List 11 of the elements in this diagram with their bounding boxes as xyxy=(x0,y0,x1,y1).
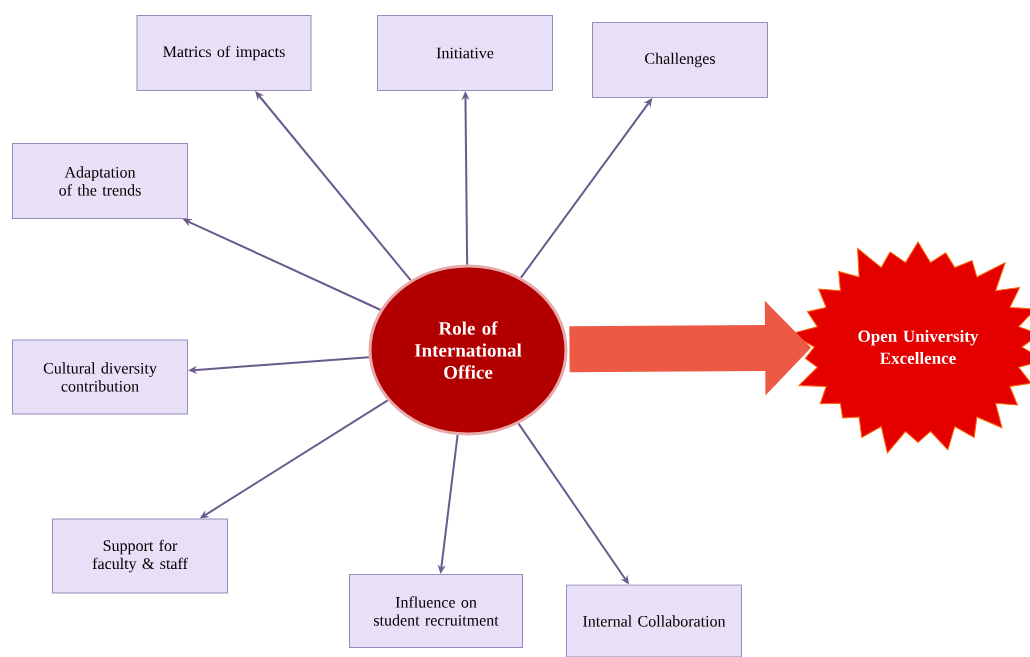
text-box: Matrics of impacts xyxy=(136,15,312,91)
text-box: Challenges xyxy=(592,22,768,98)
text-box: Influence on student recruitment xyxy=(349,574,523,648)
text-box: Support for faculty & staff xyxy=(52,518,228,594)
arrow xyxy=(255,91,412,282)
text-box: Adaptation of the trends xyxy=(12,143,188,219)
text-box: Initiative xyxy=(377,15,553,91)
starburst: Open University Excellence xyxy=(790,241,1030,454)
text-box: Cultural diversity contribution xyxy=(12,339,188,415)
text-box: Internal Collaboration xyxy=(566,584,742,657)
circle-node: Role of International Office xyxy=(368,264,568,436)
